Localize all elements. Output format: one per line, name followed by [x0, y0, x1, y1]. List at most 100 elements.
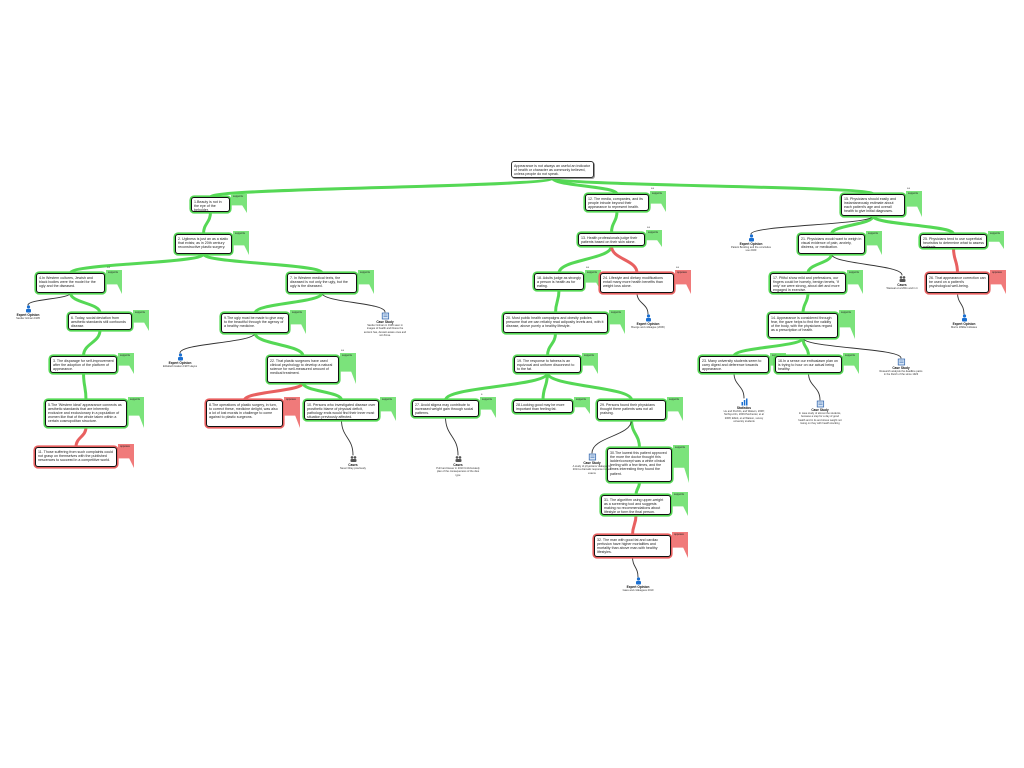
case-source-icon [588, 453, 596, 461]
connector-line [952, 246, 959, 275]
source-citation: A study of physicians' dialogue by 2014 … [572, 465, 612, 475]
argument-node[interactable]: 13. Health professionals judge their pat… [578, 233, 645, 246]
expert-source-icon [748, 234, 754, 242]
rating-stars: * [481, 392, 483, 397]
connector-line [27, 292, 71, 306]
connector-line [202, 210, 212, 236]
argument-node[interactable]: 11. Those suffering from such complaints… [35, 447, 117, 467]
connector-line [610, 244, 639, 275]
connector-line [546, 371, 633, 402]
connector-line [74, 425, 88, 449]
expert-source-icon [25, 305, 31, 313]
argument-node[interactable]: 7. In Western medical texts, the disease… [287, 273, 357, 293]
connector-line [243, 381, 305, 402]
connector-line [554, 288, 561, 315]
argument-node[interactable]: 14. Appearance is considered through fea… [768, 313, 838, 338]
argument-node[interactable]: 31. The algorithm using upper-weight as … [601, 495, 671, 515]
connector-line [630, 418, 641, 450]
rating-stars: ** [107, 265, 111, 270]
source-type: Case Study [811, 408, 829, 412]
source-type: Cases [453, 463, 463, 467]
argument-node[interactable]: 9.The ugly must be made to give way to t… [221, 313, 289, 333]
argument-node[interactable]: 18. Adults judge as strongly a person is… [534, 273, 584, 290]
argument-node[interactable]: 17. Pitiful show mild and prefessions, o… [770, 273, 846, 293]
source-citation: In case study of almost the students, be… [798, 412, 842, 425]
argument-node[interactable]: 15. Physicians should easily and instant… [841, 194, 905, 216]
connector-line [632, 556, 639, 578]
argument-node[interactable]: 29. Persons found their physicians thoug… [597, 400, 666, 420]
connector-line [321, 292, 386, 313]
case-source-icon [897, 358, 905, 366]
argument-node[interactable]: 16.In a sense our enthusiasm plan on is … [775, 356, 842, 373]
argument-node[interactable]: 27. Avoid stigma may contribute to incre… [412, 400, 479, 417]
argument-node[interactable]: 30.The lowest this patient approved the … [607, 448, 672, 482]
connector-line [179, 332, 256, 354]
connector-line [871, 214, 955, 236]
argument-node[interactable]: 6. Today, social deviation from aestheti… [68, 313, 132, 330]
connector-line [202, 252, 324, 275]
argument-node[interactable]: 2. Ugliness is just an as a static that … [175, 234, 232, 254]
argument-node[interactable]: 32. The man with good fat and cardiac pe… [594, 535, 671, 557]
source-type: Statistics [736, 406, 752, 410]
connector-line [591, 419, 632, 454]
connector-line [801, 291, 810, 315]
connector-line [750, 215, 874, 235]
argument-node[interactable]: 3. The disparage for self-improvement af… [50, 356, 117, 373]
connector-line [253, 291, 324, 315]
argument-node[interactable]: 20. Most public health campaigns and obe… [503, 313, 608, 333]
source-type: Case Study [892, 366, 910, 370]
argument-node[interactable]: 8.The operations of plastic surgery, in … [206, 400, 283, 427]
connector-line [830, 214, 875, 236]
source-citation: Elizabeth Haiken 1997 Hayes [162, 365, 198, 369]
connector-line [445, 416, 459, 456]
rating-stars: ** [341, 348, 345, 353]
source-citation: Never Ditey previously [340, 467, 366, 471]
expert-source-icon [645, 314, 651, 322]
source-type: Case Study [376, 320, 394, 324]
argument-node[interactable]: 21. Physicians would want to weigh in vi… [798, 234, 865, 254]
connector-line [444, 371, 549, 402]
connector-line [551, 176, 875, 196]
argument-node[interactable]: 10. Persons who investigated disease ove… [304, 400, 379, 420]
argument-node[interactable]: 25. Physicians tend to use superficial h… [920, 234, 987, 248]
argument-node[interactable]: 4.In Western cultures, Jewish and black … [36, 273, 105, 293]
argument-node[interactable]: 28.Looking good may be more important th… [513, 400, 573, 413]
argument-node[interactable]: 23. Many university students seem to car… [699, 356, 769, 373]
connector-line [69, 252, 205, 275]
source-citation: Boerge and colleague (2006) [631, 326, 665, 330]
argument-node[interactable]: 5.The 'Western ideal' appearance connect… [45, 400, 127, 427]
argument-node[interactable]: 22. That plastic surgeons have used clin… [267, 356, 339, 383]
connector-line [631, 513, 638, 537]
rating-stars: ** [586, 265, 590, 270]
connector-line [732, 336, 805, 358]
argument-node[interactable]: 12. The media, companies, and its people… [585, 194, 649, 211]
cases-source-icon [350, 456, 356, 462]
source-type: Cases [897, 283, 907, 287]
source-citation: Sander Gilman in 1995 seen in images of … [363, 324, 407, 337]
expert-source-icon [635, 577, 641, 585]
argument-node[interactable]: 26. That appearance correction can be us… [926, 273, 989, 293]
connector-line [802, 337, 902, 359]
main-claim-node[interactable]: Appearance is not always an useful an in… [511, 161, 594, 178]
connector-line [806, 252, 833, 275]
argument-node[interactable]: 24. Lifestyle and dietary modifications … [600, 273, 674, 293]
connector-line [610, 209, 619, 235]
source-type: Expert Opinion [16, 313, 40, 317]
argument-node[interactable]: 1.Beauty is not in the eye of the behold… [191, 197, 230, 212]
argument-node[interactable]: 19. The response to fatness is an equivo… [514, 356, 581, 373]
connector-line [801, 336, 810, 358]
